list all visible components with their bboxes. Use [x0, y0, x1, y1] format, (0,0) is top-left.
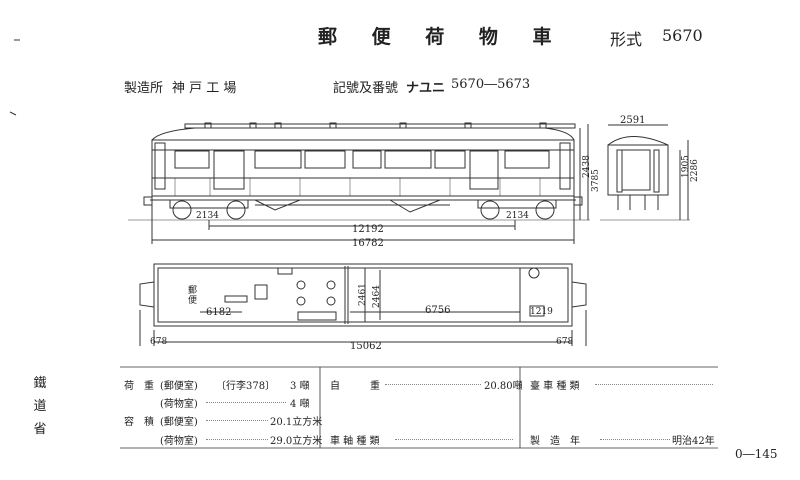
dim-end-room: 1219: [530, 307, 553, 317]
dim-interior-width-a: 2461: [358, 283, 368, 306]
spec-volume-label: 容 積: [124, 417, 154, 428]
spec-volume-mail-paren: (郵便室): [160, 417, 198, 428]
dim-overall-length: 16782: [352, 238, 384, 249]
leader-dots: [206, 438, 268, 440]
spec-load-note: 〔行李378〕: [216, 381, 276, 392]
dim-overhang-left: 678: [150, 337, 168, 347]
margin-mark: [9, 111, 17, 116]
leader-dots: [595, 383, 713, 385]
type-label: 形式: [610, 30, 643, 49]
spec-volume-mail-value: 20.1立方米: [270, 417, 323, 428]
spec-volume-baggage-paren: (荷物室): [160, 436, 198, 447]
type-number: 5670: [662, 26, 703, 45]
dim-overhang-right: 678: [556, 337, 574, 347]
dim-baggage-room: 6756: [425, 305, 451, 316]
spec-self-weight-label: 自 重: [330, 381, 380, 392]
spec-load-mail-paren: (郵便室): [160, 381, 198, 392]
room-label: 郵便: [188, 286, 198, 306]
dim-bogie-right: 2134: [506, 211, 529, 221]
spec-build-value: 明治42年: [672, 436, 715, 447]
dim-interior-width-b: 2464: [372, 285, 382, 308]
spec-volume-baggage-value: 29.0立方米: [270, 436, 323, 447]
page-number: 0―145: [735, 447, 778, 461]
leader-dots: [600, 438, 670, 440]
dim-total-height: 3785: [591, 169, 601, 192]
leader-dots: [206, 401, 286, 403]
dim-end-2286: 2286: [690, 159, 700, 182]
side-elevation: [128, 122, 590, 244]
leader-dots: [206, 419, 268, 421]
dim-mail-room: 6182: [206, 307, 232, 318]
spec-table-rules: [120, 366, 718, 449]
page-title: 郵 便 荷 物 車: [318, 26, 566, 48]
publisher-vertical: 鐵道省: [33, 376, 47, 437]
end-elevation: [600, 124, 690, 221]
spec-bogie-label: 臺 車 種 類: [530, 381, 580, 392]
plan-view: [139, 263, 587, 346]
spec-axle-label: 車 軸 種 類: [330, 436, 380, 447]
dim-underframe: 15062: [350, 341, 382, 352]
maker-value: 神 戸 工 場: [172, 81, 237, 96]
mark-label: 記號及番號: [333, 81, 399, 96]
mark-code: ナユニ: [406, 81, 446, 96]
mark-range: 5670―5673: [451, 77, 531, 92]
leader-dots: [385, 383, 481, 385]
leader-dots: [395, 438, 513, 440]
spec-self-weight-value: 20.80噸: [484, 381, 523, 392]
dim-width: 2591: [620, 115, 646, 126]
spec-load-baggage-value: 4 噸: [290, 399, 310, 410]
spec-load-baggage-paren: (荷物室): [160, 399, 198, 410]
dim-bogie-left: 2134: [196, 211, 219, 221]
maker-label: 製造所: [124, 81, 164, 96]
dim-bogie-centers: 12192: [352, 224, 384, 235]
spec-build-label: 製 造 年: [530, 436, 580, 447]
spec-load-label: 荷 重: [124, 381, 154, 392]
spec-load-mail-value: 3 噸: [290, 381, 310, 392]
